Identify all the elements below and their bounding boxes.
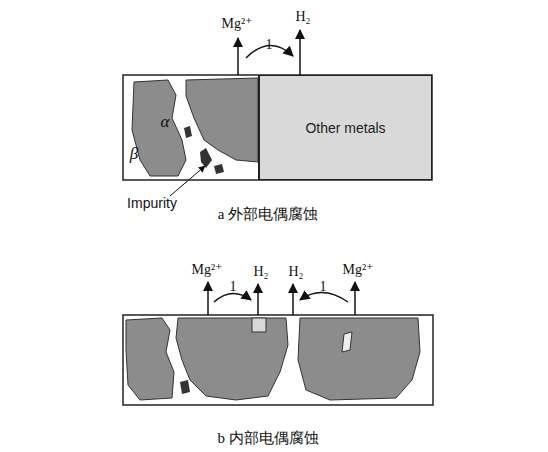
callout-number: 1 <box>320 280 327 294</box>
callout-number: 1 <box>266 38 273 52</box>
panel-caption: a 外部电偶腐蚀 <box>218 207 318 222</box>
impurity-particle <box>180 380 190 394</box>
impurity-particle <box>214 164 224 174</box>
phase-label: α <box>161 113 170 130</box>
gas-arrow <box>257 284 259 315</box>
leader-arrow <box>170 166 205 196</box>
alpha-grain <box>132 80 186 176</box>
ion-arrow <box>354 282 356 315</box>
panel-caption: b 内部电偶腐蚀 <box>217 431 318 446</box>
ion-arrow <box>207 282 209 315</box>
impurity-particle <box>252 318 266 332</box>
alpha-grain <box>298 318 420 400</box>
gas-label: H₂ <box>296 10 311 24</box>
region-label: Other metals <box>305 120 385 136</box>
impurity-particle <box>200 148 212 168</box>
gas-arrow <box>299 30 301 75</box>
ion-label: Mg²⁺ <box>191 263 222 277</box>
gas-label: H₂ <box>254 265 269 279</box>
alpha-grain <box>186 78 258 162</box>
impurity-particle <box>342 332 352 352</box>
impurity-particle <box>184 126 192 138</box>
impurity-label: Impurity <box>127 196 177 210</box>
alpha-grain <box>176 318 288 400</box>
callout-number: 1 <box>230 280 237 294</box>
alpha-grain <box>126 318 174 400</box>
ion-label: Mg²⁺ <box>342 263 373 277</box>
gas-arrow <box>292 284 294 315</box>
alloy-outline <box>123 315 433 405</box>
phase-label: β <box>130 145 138 162</box>
ion-arrow <box>237 38 239 75</box>
ion-label: Mg²⁺ <box>221 17 252 31</box>
alloy-outline <box>123 75 432 180</box>
metal-region: Other metals <box>258 75 432 180</box>
electron-arrow <box>214 293 251 302</box>
gas-label: H₂ <box>289 265 304 279</box>
